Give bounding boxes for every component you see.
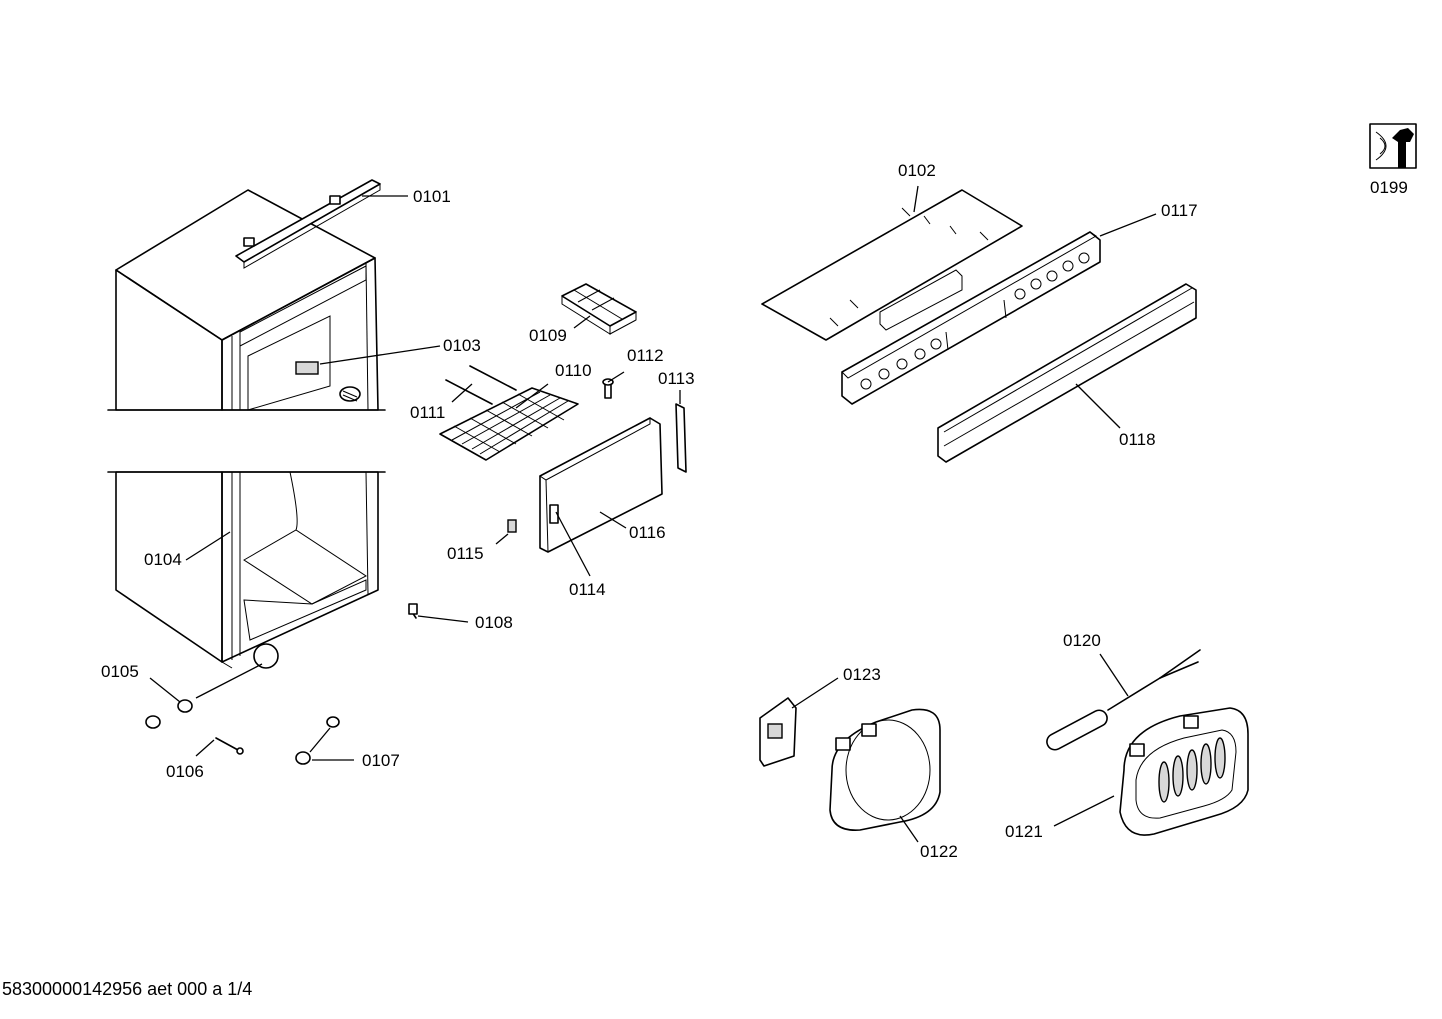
part-0102-panel-board bbox=[761, 189, 1023, 341]
callout-0112: 0112 bbox=[627, 346, 664, 365]
vent-grille bbox=[339, 386, 361, 402]
part-0101-bracket bbox=[235, 179, 381, 269]
callout-0105: 0105 bbox=[101, 662, 139, 681]
callout-0109: 0109 bbox=[529, 326, 567, 345]
callout-0108: 0108 bbox=[475, 613, 513, 632]
callout-0104: 0104 bbox=[144, 550, 182, 569]
part-0107-foot bbox=[295, 716, 340, 765]
part-0106-pin bbox=[215, 737, 244, 755]
callout-0111: 0111 bbox=[410, 403, 445, 422]
part-0123-switch bbox=[759, 697, 797, 767]
part-0122-lamp-cover bbox=[829, 708, 941, 831]
callout-0114: 0114 bbox=[569, 580, 606, 599]
callout-0117: 0117 bbox=[1161, 201, 1198, 220]
part-0105-plug bbox=[145, 715, 161, 729]
callout-0107: 0107 bbox=[362, 751, 400, 770]
part-0110-wire-shelf bbox=[439, 387, 579, 461]
callout-0122: 0122 bbox=[920, 842, 958, 861]
callout-0116: 0116 bbox=[629, 523, 666, 542]
callout-0106: 0106 bbox=[166, 762, 204, 781]
callout-0123: 0123 bbox=[843, 665, 881, 684]
callout-0103: 0103 bbox=[443, 336, 481, 355]
callout-0115: 0115 bbox=[447, 544, 484, 563]
part-0121-lamp-housing bbox=[1119, 707, 1249, 836]
callout-0121: 0121 bbox=[1005, 822, 1043, 841]
part-0116-door bbox=[539, 417, 663, 553]
leveling-foot bbox=[253, 643, 279, 669]
callout-0118: 0118 bbox=[1119, 430, 1156, 449]
callout-0113: 0113 bbox=[658, 369, 695, 388]
part-0118-trim-strip bbox=[937, 283, 1197, 463]
cabinet-upper bbox=[115, 189, 379, 411]
wrench-service-icon bbox=[1369, 123, 1417, 169]
document-id-footer: 58300000142956 aet 000 a 1/4 bbox=[2, 979, 253, 999]
callout-labels: 0101 0102 0103 0104 0105 0106 0107 0108 … bbox=[101, 161, 1408, 861]
part-0117-fascia bbox=[841, 231, 1101, 405]
part-0111-shelf-rails bbox=[445, 365, 517, 405]
part-0120-lamp bbox=[1046, 649, 1201, 751]
part-0108-screw bbox=[408, 603, 418, 619]
part-0105-cap bbox=[177, 699, 193, 713]
callout-0101: 0101 bbox=[413, 187, 451, 206]
callout-0102: 0102 bbox=[898, 161, 936, 180]
callout-0120: 0120 bbox=[1063, 631, 1101, 650]
callout-0110: 0110 bbox=[555, 361, 592, 380]
leader-lines bbox=[149, 185, 1157, 843]
part-0113-hinge-strip bbox=[675, 403, 687, 473]
callout-0199: 0199 bbox=[1370, 178, 1408, 197]
part-0109-ice-tray bbox=[561, 283, 637, 335]
part-0115-latch bbox=[507, 519, 517, 533]
cabinet-lower bbox=[115, 471, 379, 669]
